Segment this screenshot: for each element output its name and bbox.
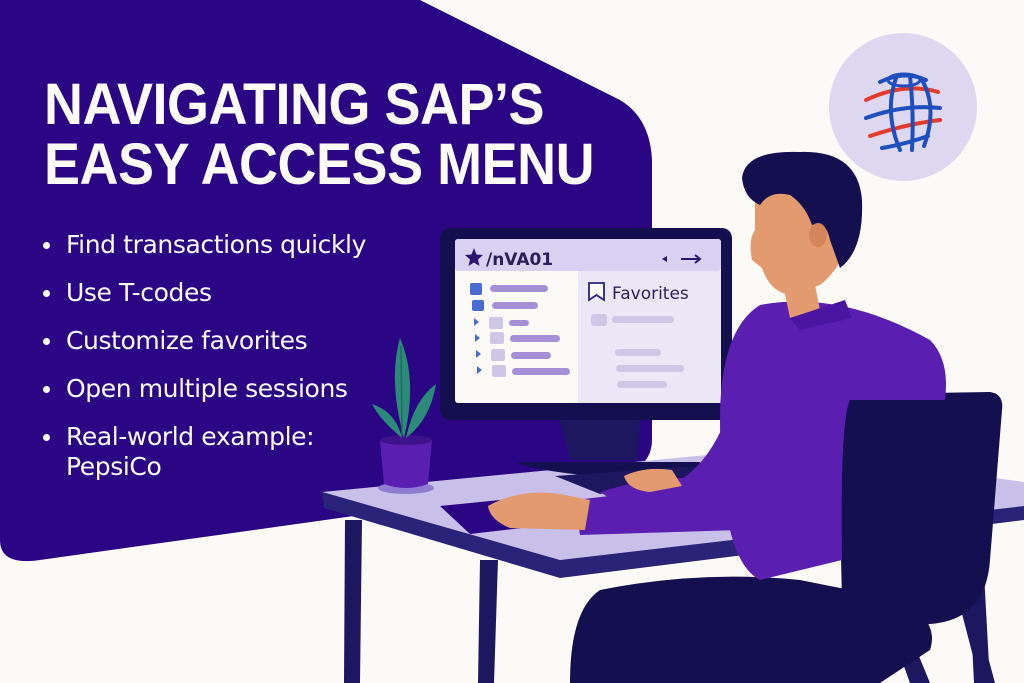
page-title: NAVIGATING SAP’S EASY ACCESS MENU xyxy=(44,72,595,197)
list-item: Real-world example:PepsiCo xyxy=(40,422,366,482)
bullet-icon xyxy=(43,338,50,345)
bookmark-icon xyxy=(588,282,605,302)
bullet-icon xyxy=(43,242,50,249)
list-item: Customize favorites xyxy=(40,326,366,374)
bullet-icon xyxy=(43,290,50,297)
star-icon xyxy=(465,248,483,266)
list-item: Open multiple sessions xyxy=(40,374,366,422)
forward-arrow-icon xyxy=(681,254,702,264)
plant xyxy=(372,338,436,494)
bullet-icon xyxy=(43,386,50,393)
person xyxy=(488,151,946,683)
list-item: Use T-codes xyxy=(40,278,366,326)
title-line-1: NAVIGATING SAP’S xyxy=(44,72,545,137)
list-item: Find transactions quickly xyxy=(40,230,366,278)
monitor xyxy=(440,228,732,476)
bullet-icon xyxy=(43,434,50,441)
back-arrow-icon xyxy=(662,256,667,262)
banner-background xyxy=(0,0,652,562)
tree xyxy=(470,283,570,377)
list-item-line-2: PepsiCo xyxy=(66,452,162,481)
feature-list: Find transactions quickly Use T-codes Cu… xyxy=(40,230,366,482)
list-item-line-1: Real-world example: xyxy=(66,422,315,451)
globe-logo-icon xyxy=(829,33,977,181)
title-line-2: EASY ACCESS MENU xyxy=(44,132,595,197)
